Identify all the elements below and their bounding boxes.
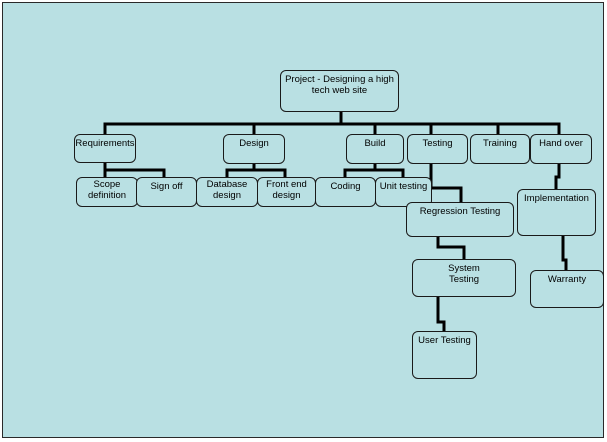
root-project-node: Project - Designing a high tech web site [280, 70, 399, 112]
diagram-canvas: Project - Designing a high tech web site… [2, 2, 604, 438]
design-node: Design [223, 134, 285, 164]
coding-node: Coding [315, 177, 376, 207]
build-node: Build [346, 134, 404, 164]
database-design-node: Database design [196, 177, 258, 207]
regression-testing-node: Regression Testing [406, 202, 514, 237]
scope-definition-node: Scope definition [76, 177, 138, 207]
testing-node: Testing [407, 134, 468, 164]
implementation-node: Implementation [517, 189, 596, 236]
warranty-node: Warranty [530, 270, 604, 308]
handover-node: Hand over [530, 134, 592, 164]
front-end-design-node: Front end design [257, 177, 316, 207]
training-node: Training [470, 134, 530, 164]
sign-off-node: Sign off [136, 177, 197, 207]
system-testing-node: System Testing [412, 259, 516, 297]
requirements-node: Requirements [74, 134, 136, 163]
connector-lines [103, 110, 568, 333]
user-testing-node: User Testing [412, 331, 477, 379]
